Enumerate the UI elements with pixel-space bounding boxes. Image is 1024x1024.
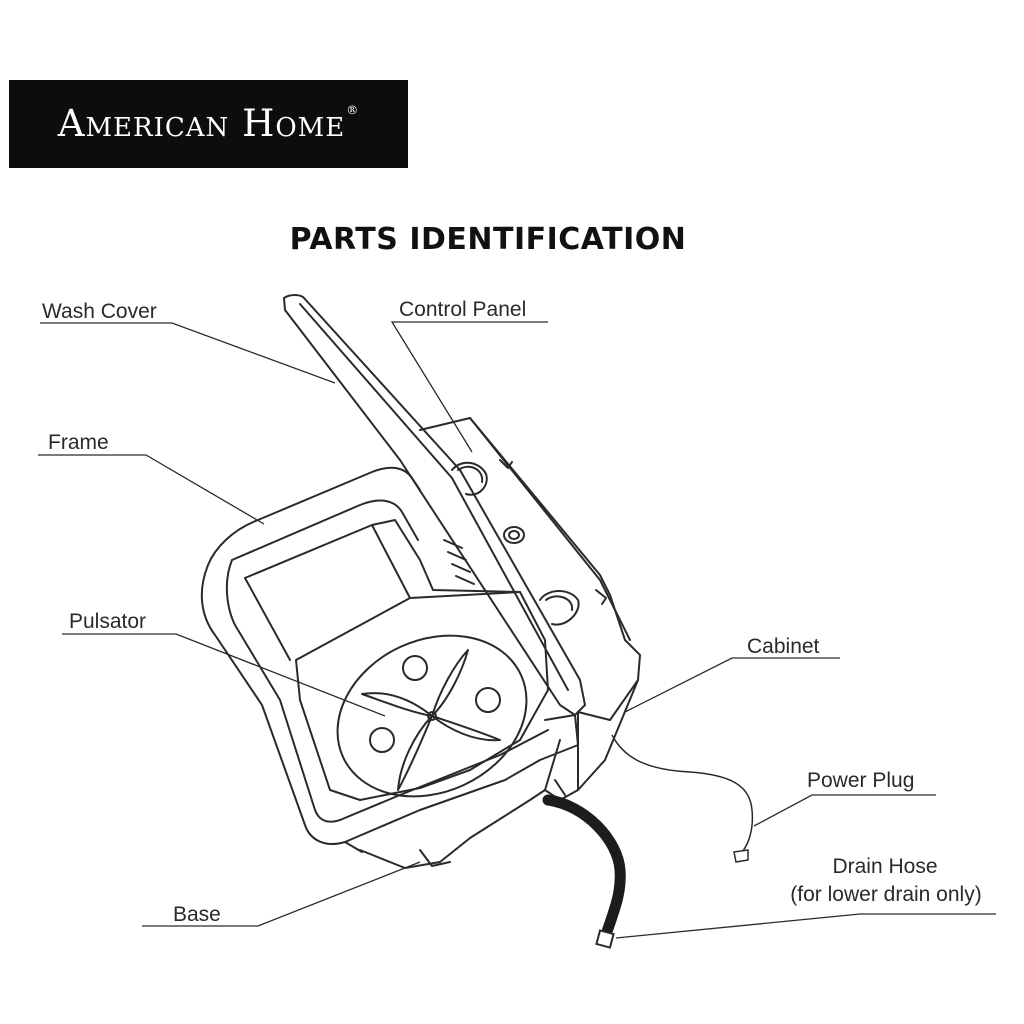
frame-outer bbox=[202, 468, 578, 844]
cabinet-body bbox=[360, 418, 640, 868]
pulsator-blade-2 bbox=[432, 716, 500, 740]
leader-frame bbox=[38, 455, 264, 524]
pulsator-blade-1 bbox=[432, 650, 468, 716]
panel-tab-2 bbox=[596, 590, 606, 604]
base-edge bbox=[345, 842, 362, 852]
leader-control-panel bbox=[392, 322, 548, 452]
label-frame: Frame bbox=[48, 431, 109, 454]
frame-inner bbox=[227, 501, 548, 822]
label-pulsator: Pulsator bbox=[69, 610, 146, 633]
tub-left-wall bbox=[245, 578, 290, 660]
pulsator-hole-2 bbox=[476, 688, 500, 712]
leader-wash-cover bbox=[40, 323, 335, 383]
leader-cabinet bbox=[625, 658, 840, 712]
label-drain-hose-note: (for lower drain only) bbox=[790, 883, 981, 906]
pulsator-blade-4 bbox=[362, 693, 432, 716]
label-wash-cover: Wash Cover bbox=[42, 300, 157, 323]
label-power-plug: Power Plug bbox=[807, 769, 914, 792]
indicator-light bbox=[504, 527, 524, 543]
pulsator-blade-3 bbox=[398, 716, 432, 790]
indicator-light-inner bbox=[509, 531, 519, 539]
base-foot-2 bbox=[555, 780, 565, 795]
wash-cover-grip-3 bbox=[452, 564, 470, 572]
drain-hose-end bbox=[596, 930, 613, 947]
label-base: Base bbox=[173, 903, 221, 926]
label-control-panel: Control Panel bbox=[399, 298, 526, 321]
label-drain-hose: Drain Hose bbox=[832, 855, 937, 878]
pulsator-hole-1 bbox=[403, 656, 427, 680]
leader-power-plug bbox=[754, 795, 936, 826]
leader-drain-hose bbox=[616, 914, 996, 938]
power-cord bbox=[612, 735, 752, 852]
label-cabinet: Cabinet bbox=[747, 635, 820, 658]
timer-knob-lower-rim bbox=[546, 596, 572, 610]
power-plug-body bbox=[734, 850, 748, 862]
wash-cover-inner-edge bbox=[300, 304, 568, 690]
wash-cover-grip-4 bbox=[456, 576, 474, 584]
drain-hose bbox=[548, 800, 620, 935]
pulsator-hole-3 bbox=[370, 728, 394, 752]
